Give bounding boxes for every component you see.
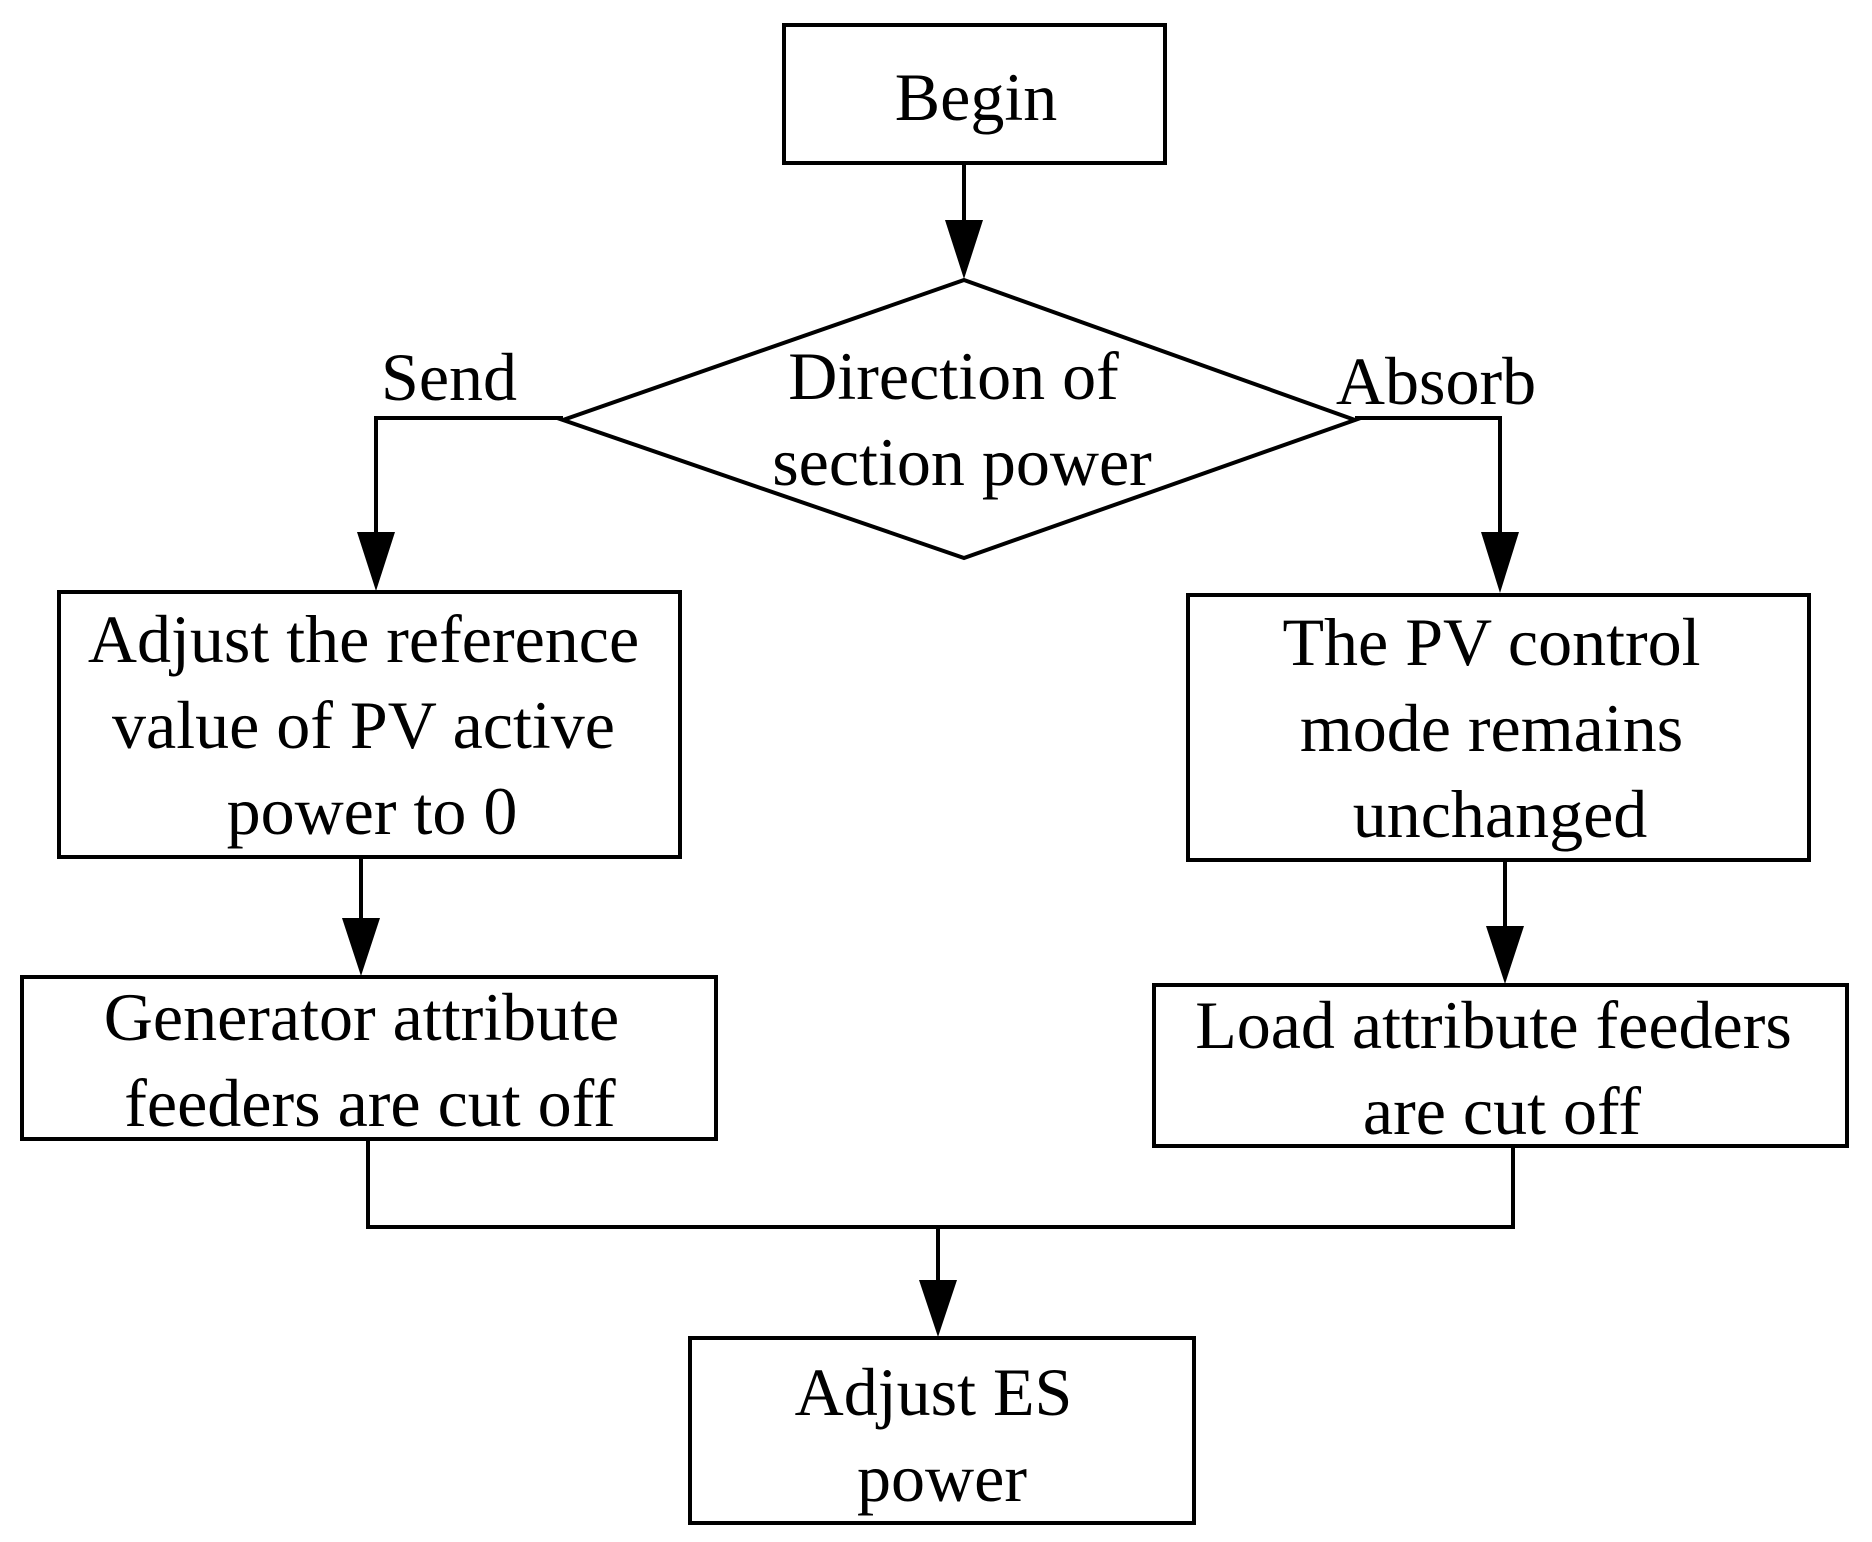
- arrowhead-merge-to-end: [919, 1280, 957, 1337]
- arrowhead-right-to-cut: [1486, 926, 1524, 984]
- right-cut-label: Load attribute feeders are cut off: [1195, 987, 1809, 1149]
- decision-diamond: [556, 277, 1361, 561]
- begin-label: Begin: [895, 59, 1057, 135]
- arrowhead-left-to-cut: [342, 918, 380, 976]
- arrowhead-absorb: [1481, 532, 1519, 593]
- begin-box: [782, 23, 1167, 165]
- right-action-box: [1186, 593, 1811, 862]
- decision-label: Direction of section power: [772, 338, 1152, 500]
- right-cut-box: [1152, 983, 1849, 1148]
- edge-absorb: [1355, 416, 1502, 535]
- edge-label-absorb: Absorb: [1336, 343, 1536, 419]
- edge-label-send: Send: [381, 339, 517, 415]
- left-action-label: Adjust the reference value of PV active …: [88, 601, 656, 849]
- edge-send: [374, 416, 563, 535]
- arrowhead-send: [357, 532, 395, 591]
- arrowheads: [342, 220, 1524, 1337]
- left-cut-box: [20, 975, 718, 1141]
- end-label: Adjust ES power: [795, 1354, 1090, 1516]
- left-cut-label: Generator attribute feeders are cut off: [104, 979, 636, 1141]
- connectors: [359, 163, 1515, 1282]
- left-action-box: [57, 590, 682, 859]
- end-box: [688, 1336, 1196, 1525]
- edge-merge: [366, 1139, 1515, 1229]
- arrowhead-begin-to-decision: [945, 220, 983, 279]
- right-action-label: The PV control mode remains unchanged: [1282, 604, 1717, 852]
